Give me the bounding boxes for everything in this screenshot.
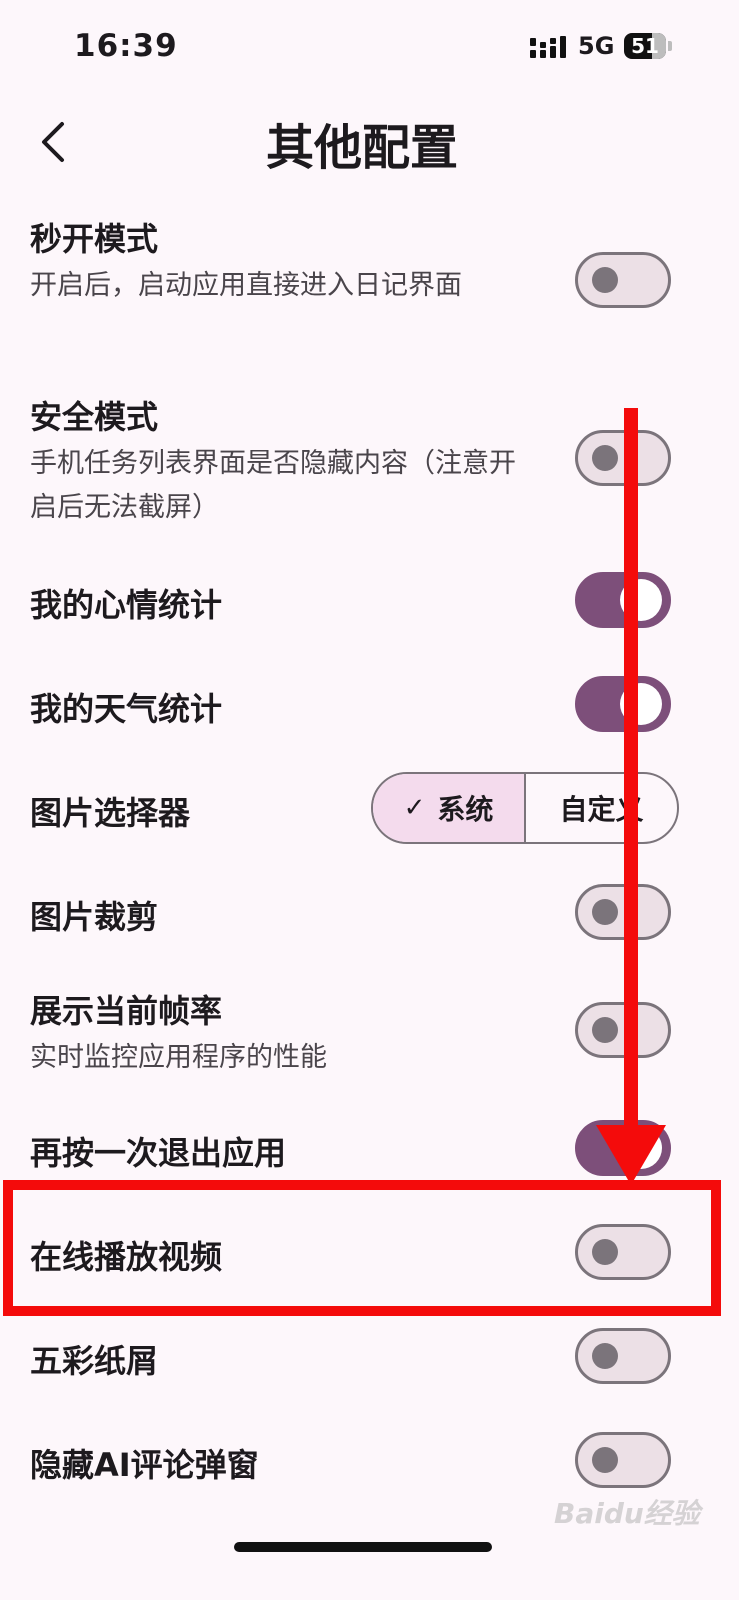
show-fps-toggle[interactable] xyxy=(575,1002,671,1058)
annotation-arrow-head xyxy=(596,1125,666,1185)
setting-title: 再按一次退出应用 xyxy=(30,1134,287,1172)
setting-title: 图片裁剪 xyxy=(30,898,159,936)
setting-title: 我的天气统计 xyxy=(30,690,223,728)
setting-title: 秒开模式 xyxy=(30,220,159,258)
battery-level: 51 xyxy=(631,34,659,58)
setting-description: 开启后，启动应用直接进入日记界面 xyxy=(30,270,462,301)
online-video-toggle[interactable] xyxy=(575,1224,671,1280)
setting-title: 安全模式 xyxy=(30,398,159,436)
segment-custom[interactable]: 自定义 xyxy=(526,774,677,842)
setting-title: 在线播放视频 xyxy=(30,1238,223,1276)
back-button[interactable] xyxy=(30,110,80,170)
hide-ai-popup-toggle[interactable] xyxy=(575,1432,671,1488)
image-picker-segmented-control: ✓ 系统 自定义 xyxy=(371,772,679,844)
setting-title: 展示当前帧率 xyxy=(30,992,223,1030)
secure-mode-toggle[interactable] xyxy=(575,430,671,486)
status-time: 16:39 xyxy=(74,28,178,64)
setting-title: 五彩纸屑 xyxy=(30,1342,159,1380)
segment-system[interactable]: ✓ 系统 xyxy=(373,774,526,842)
network-type: 5G xyxy=(578,32,615,60)
setting-description: 手机任务列表界面是否隐藏内容（注意开启后无法截屏） xyxy=(30,448,516,523)
mood-stats-toggle[interactable] xyxy=(575,572,671,628)
quick-open-toggle[interactable] xyxy=(575,252,671,308)
home-indicator[interactable] xyxy=(234,1542,492,1552)
battery-icon: 51 xyxy=(624,33,672,61)
setting-title: 隐藏AI评论弹窗 xyxy=(30,1446,259,1484)
watermark: Baidu经验 xyxy=(554,1497,700,1530)
status-bar: 16:39 5G 51 xyxy=(0,0,739,100)
image-crop-toggle[interactable] xyxy=(575,884,671,940)
setting-description: 实时监控应用程序的性能 xyxy=(30,1042,327,1073)
segment-label: 系统 xyxy=(437,793,494,826)
checkmark-icon: ✓ xyxy=(403,793,426,823)
annotation-arrow-shaft xyxy=(624,408,638,1158)
setting-title: 图片选择器 xyxy=(30,794,191,832)
page-title: 其他配置 xyxy=(265,120,458,176)
chevron-left-icon xyxy=(42,122,64,162)
signal-strength-icon xyxy=(530,36,566,58)
annotation-highlight-box xyxy=(3,1180,721,1316)
weather-stats-toggle[interactable] xyxy=(575,676,671,732)
setting-title: 我的心情统计 xyxy=(30,586,223,624)
confetti-toggle[interactable] xyxy=(575,1328,671,1384)
